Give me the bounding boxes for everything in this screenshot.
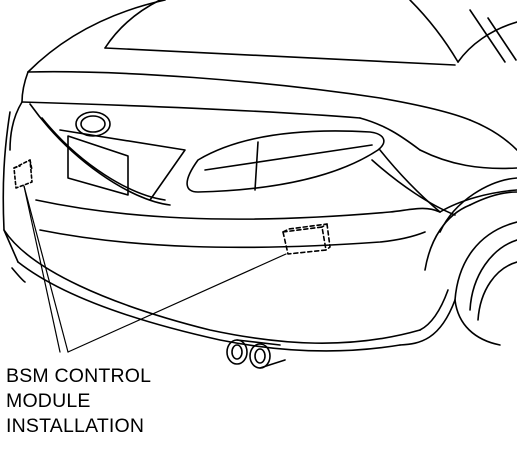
callout-line-3: INSTALLATION xyxy=(6,415,145,437)
license-plate-recess xyxy=(59,129,186,201)
exhaust-pipes xyxy=(226,339,286,369)
callout-line-1: BSM CONTROL xyxy=(6,365,152,387)
rear-window xyxy=(27,0,517,73)
callout-label: BSM CONTROL MODULE INSTALLATION xyxy=(6,364,246,439)
rear-wheel xyxy=(424,177,517,346)
emblem-icon xyxy=(75,111,111,137)
bsm-module-left-icon xyxy=(13,159,33,189)
bsm-module-right-icon xyxy=(282,223,331,255)
rear-quarter-panel xyxy=(371,119,517,216)
rear-bumper xyxy=(2,101,456,352)
leader-lines xyxy=(23,185,287,353)
callout-line-2: MODULE xyxy=(6,390,91,412)
tail-light xyxy=(186,130,385,193)
